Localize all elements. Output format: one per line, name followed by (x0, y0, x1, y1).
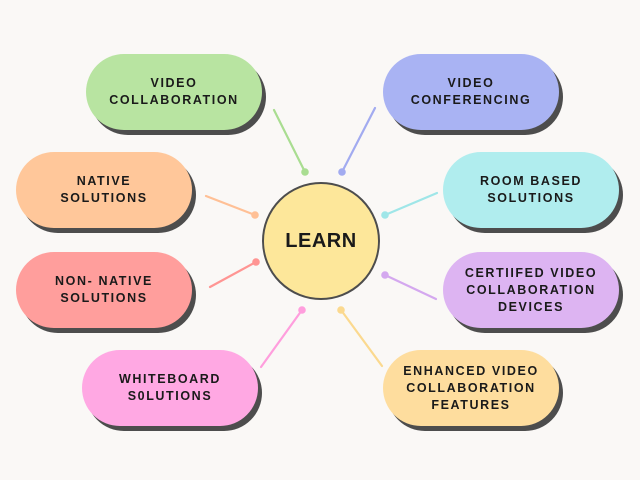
node-label: WHITEBOARD S0LUTIONS (118, 372, 222, 403)
center-label: LEARN (285, 229, 357, 252)
connector-dot (301, 168, 309, 176)
connector-dot (252, 258, 260, 266)
node-video-conferencing: VIDEO CONFERENCING (383, 54, 559, 130)
connector-line (383, 191, 439, 217)
connector-dot (338, 168, 346, 176)
node-label: NATIVE SOLUTIONS (60, 174, 148, 205)
node-label: VIDEO COLLABORATION (109, 76, 239, 107)
connector-line (383, 273, 438, 301)
connector-line (339, 308, 384, 368)
node-whiteboard-solutions: WHITEBOARD S0LUTIONS (82, 350, 258, 426)
connector-dot (298, 306, 306, 314)
connector-dot (381, 271, 389, 279)
node-certified-devices: CERTIIFED VIDEO COLLABORATION DEVICES (443, 252, 619, 328)
node-enhanced-features: ENHANCED VIDEO COLLABORATION FEATURES (383, 350, 559, 426)
connector-line (204, 194, 257, 217)
connector-line (208, 260, 258, 289)
node-room-based-solutions: ROOM BASED SOLUTIONS (443, 152, 619, 228)
node-non-native-solutions: NON- NATIVE SOLUTIONS (16, 252, 192, 328)
node-label: CERTIIFED VIDEO COLLABORATION DEVICES (464, 265, 598, 314)
node-label: ENHANCED VIDEO COLLABORATION FEATURES (403, 363, 539, 412)
connector-line (340, 106, 377, 174)
connector-dot (381, 211, 389, 219)
node-label: ROOM BASED SOLUTIONS (479, 174, 583, 205)
connector-line (272, 108, 307, 174)
center-node-learn: LEARN (262, 182, 380, 300)
node-label: VIDEO CONFERENCING (410, 76, 532, 107)
node-label: NON- NATIVE SOLUTIONS (55, 274, 153, 305)
connector-lines (204, 106, 439, 369)
node-video-collaboration: VIDEO COLLABORATION (86, 54, 262, 130)
node-native-solutions: NATIVE SOLUTIONS (16, 152, 192, 228)
connector-line (259, 308, 304, 369)
connector-dot (251, 211, 259, 219)
connector-dot (337, 306, 345, 314)
